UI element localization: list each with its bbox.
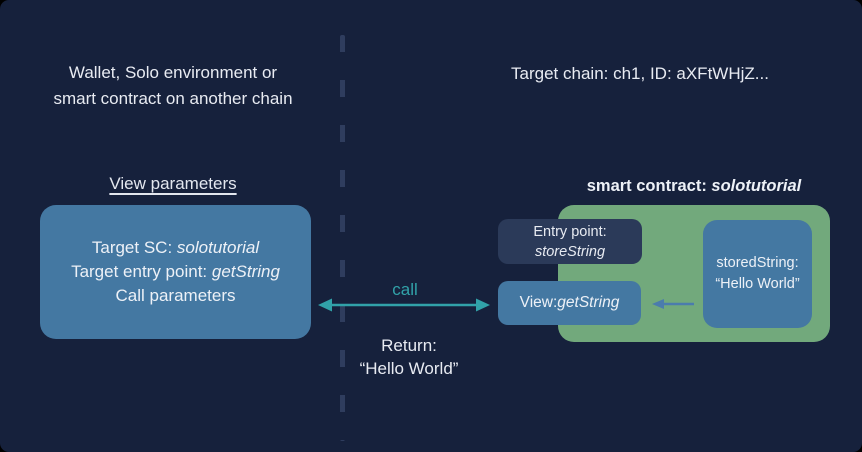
return-value-label: Return: “Hello World” bbox=[329, 334, 489, 380]
call-label: call bbox=[392, 280, 418, 299]
view-value: getString bbox=[557, 294, 620, 311]
caller-environment-line1: Wallet, Solo environment or bbox=[68, 63, 278, 82]
view-parameters-heading: View parameters bbox=[109, 174, 237, 193]
entry-point-name: storeString bbox=[534, 243, 606, 260]
caller-environment-line2: smart contract on another chain bbox=[53, 89, 293, 108]
target-entry-point-line: Target entry point: getString bbox=[71, 260, 280, 284]
entry-point-label: Entry point: bbox=[533, 223, 607, 240]
target-sc-value: solotutorial bbox=[176, 238, 260, 257]
call-parameters-line: Call parameters bbox=[115, 286, 236, 305]
stored-string-label: storedString: bbox=[716, 255, 799, 271]
stored-string-box: storedString: “Hello World” bbox=[703, 220, 812, 328]
view-request-box: Target SC: solotutorial Target entry poi… bbox=[40, 205, 311, 339]
target-entry-point-value: getString bbox=[211, 262, 280, 281]
stored-string-value: “Hello World” bbox=[715, 276, 800, 292]
smart-contract-title-name: solotutorial bbox=[711, 177, 802, 195]
chain-boundary-divider bbox=[340, 35, 345, 441]
target-chain-label: Target chain: ch1, ID: aXFtWHjZ... bbox=[511, 64, 769, 83]
entry-point-box: Entry point: storeString bbox=[498, 219, 642, 264]
return-value: “Hello World” bbox=[359, 359, 459, 378]
smart-contract-title-label: smart contract: bbox=[586, 177, 712, 195]
view-getstring-box: View: getString bbox=[498, 281, 641, 325]
target-sc-line: Target SC: solotutorial bbox=[92, 236, 259, 260]
target-entry-point-label: Target entry point: bbox=[71, 262, 212, 281]
target-sc-label: Target SC: bbox=[91, 238, 177, 257]
view-label: View: bbox=[519, 294, 558, 311]
smart-contract-title: smart contract: solotutorial bbox=[558, 177, 830, 196]
return-line: Return: bbox=[381, 336, 437, 355]
caller-environment-label: Wallet, Solo environment or smart contra… bbox=[10, 60, 336, 112]
stored-to-view-arrow-icon bbox=[652, 299, 694, 309]
call-bidirectional-arrow-icon bbox=[318, 298, 490, 312]
